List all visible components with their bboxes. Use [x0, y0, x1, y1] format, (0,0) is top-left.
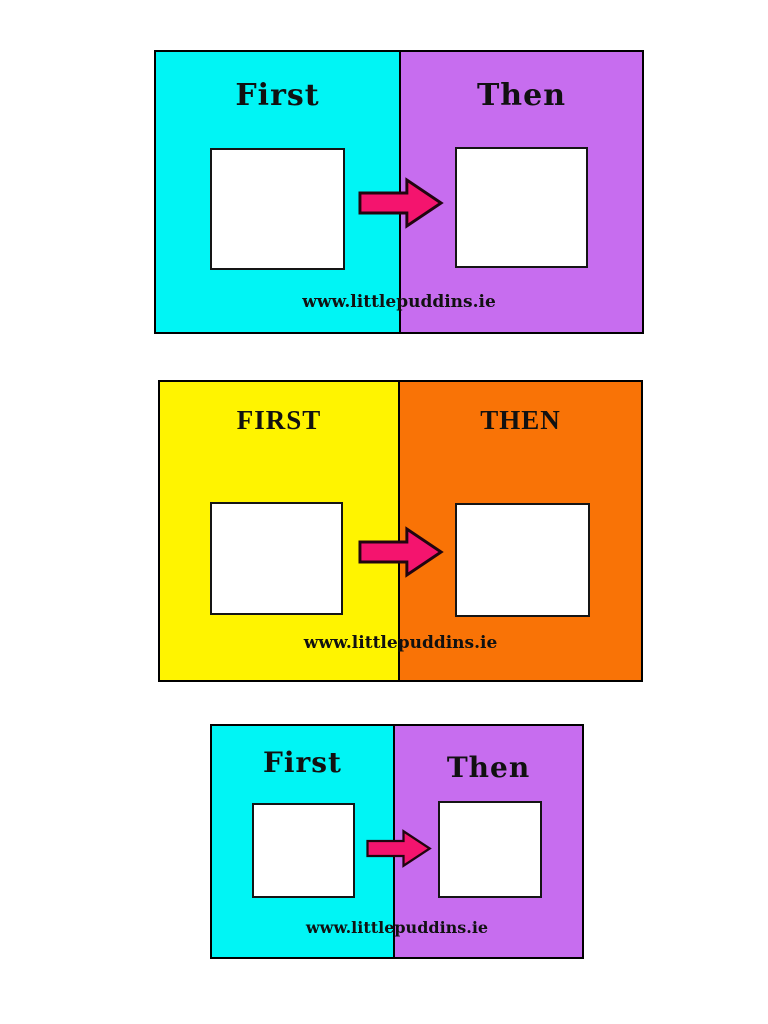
- board3-first-panel: First: [212, 726, 395, 957]
- board3-then-picture-slot: [438, 801, 542, 898]
- board2-website-watermark: www.littlepuddins.ie: [303, 633, 498, 653]
- board3-then-label: Then: [446, 751, 531, 784]
- board1-then-label: Then: [476, 78, 567, 113]
- board3-first-picture-slot: [252, 803, 355, 898]
- board1-first-picture-slot: [210, 148, 345, 270]
- board1-website-watermark: www.littlepuddins.ie: [302, 292, 496, 312]
- board3-first-label: First: [263, 746, 342, 779]
- first-then-board-small: First Then www.littlepuddins.ie: [210, 724, 584, 959]
- first-then-board-yellow-orange: FIRST THEN www.littlepuddins.ie: [158, 380, 643, 682]
- board1-first-label: First: [235, 78, 320, 113]
- right-arrow-icon: [358, 177, 444, 229]
- board2-first-panel: FIRST: [160, 382, 400, 680]
- right-arrow-icon: [366, 829, 432, 868]
- board1-then-picture-slot: [455, 147, 588, 268]
- board2-first-label: FIRST: [236, 405, 322, 435]
- board2-then-picture-slot: [455, 503, 590, 617]
- board3-then-panel: Then: [395, 726, 582, 957]
- first-then-board-large: First Then www.littlepuddins.ie: [154, 50, 644, 334]
- board2-first-picture-slot: [210, 502, 343, 615]
- board2-then-label: THEN: [480, 405, 561, 435]
- board3-website-watermark: www.littlepuddins.ie: [305, 918, 489, 937]
- board2-then-panel: THEN: [400, 382, 641, 680]
- right-arrow-icon: [358, 526, 444, 578]
- board1-then-panel: Then: [401, 52, 642, 332]
